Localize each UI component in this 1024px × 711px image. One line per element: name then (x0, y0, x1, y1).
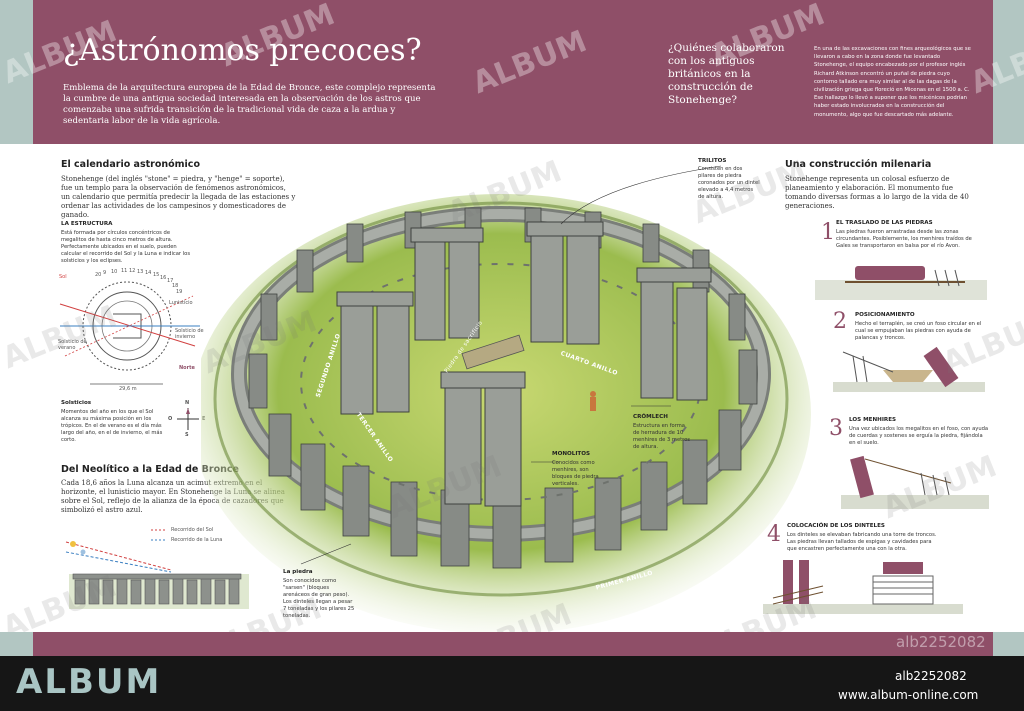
step-3-text: Una vez ubicados los megalitos en el fos… (849, 426, 989, 446)
stone-number: 13 (137, 269, 144, 275)
step-1-text: Las piedras fueron arrastradas desde las… (836, 229, 972, 249)
trilithon-horseshoe (336, 221, 712, 507)
cromlech-heading: CRÓMLECH (633, 414, 668, 420)
step-number-3: 3 (829, 416, 843, 441)
step-2-illustration (833, 346, 985, 392)
step-4-heading: COLOCACIÓN DE LOS DINTELES (787, 523, 885, 529)
bronze-age-text: Cada 18,6 años la Luna alcanza un acimut… (61, 479, 285, 514)
step-number-1: 1 (821, 220, 835, 245)
step-number-4: 4 (767, 522, 781, 547)
solstice-line (64, 295, 194, 357)
north-label: Norte (179, 365, 195, 371)
footer-band (33, 632, 993, 656)
stone-number: 16 (160, 275, 167, 281)
step-number-2: 2 (833, 309, 847, 334)
compass-o: O (168, 416, 173, 422)
step-4-illustration (763, 560, 963, 614)
footer-side-right (993, 632, 1024, 656)
step-3-illustration (841, 455, 989, 509)
compass-rose-icon (177, 408, 199, 430)
lunistice-label: Lunisticio (169, 300, 193, 306)
lead-paragraph: Emblema de la arquitectura europea de la… (63, 83, 436, 126)
excavation-note: En una de las excavaciones con fines arq… (814, 46, 971, 118)
monoliths-heading: MONOLITOS (552, 451, 591, 457)
stone-number: 18 (172, 283, 179, 289)
alignment-illustration (65, 541, 249, 609)
step-1-heading: EL TRASLADO DE LAS PIEDRAS (836, 220, 933, 226)
compass-s: S (185, 432, 189, 438)
mini-stonehenge (72, 573, 242, 605)
solstice-text: Momentos del año en los que el Sol alcan… (61, 409, 163, 443)
step-2-heading: POSICIONAMIENTO (855, 312, 915, 318)
page-title: ¿Astrónomos precoces? (63, 33, 422, 68)
structure-diagram (59, 281, 200, 385)
stone-heading: La piedra (283, 569, 313, 575)
sun-path-line (65, 541, 172, 571)
cromlech-text: Estructura en forma de herradura de 10 m… (633, 423, 691, 450)
step-2-text: Hecho el terraplén, se creó un foso circ… (855, 321, 982, 341)
legend-moon: Recorrido de la Luna (171, 537, 223, 543)
infographic-body: El calendario astronómico Stonehenge (de… (33, 144, 993, 632)
earthwork-ring (213, 201, 789, 597)
human-figure (590, 391, 596, 411)
bronze-age-heading: Del Neolítico a la Edad de Bronce (61, 464, 239, 475)
step-3-heading: LOS MENHIRES (849, 417, 897, 423)
step-1-illustration (815, 266, 987, 300)
stone-number: 14 (145, 270, 152, 276)
millennial-text: Stonehenge representa un colosal esfuerz… (785, 175, 969, 210)
stone-number: 10 (111, 269, 118, 275)
stone-number: 19 (176, 289, 183, 295)
sun-axis-line (59, 303, 196, 347)
summer-solstice-label: Solsticio de verano (58, 339, 87, 351)
trilithons-heading: TRILITOS (698, 158, 727, 164)
moon-path-line (65, 551, 172, 573)
footer-bar (0, 656, 1024, 711)
scale-label: 29,6 m (119, 386, 137, 392)
stone-number: 15 (153, 272, 160, 278)
album-logo[interactable]: ALBUM (16, 662, 162, 702)
sidebar-question: ¿Quiénes colaboraron con los antiguos br… (668, 42, 785, 106)
footer-side-left (0, 632, 33, 656)
structure-heading: LA ESTRUCTURA (61, 221, 113, 227)
compass-n: N (185, 400, 190, 406)
calendar-text: Stonehenge (del inglés "stone" = piedra,… (61, 175, 296, 219)
header-panel (33, 0, 993, 144)
sun-icon (70, 541, 76, 547)
calendar-heading: El calendario astronómico (61, 159, 200, 170)
millennial-heading: Una construcción milenaria (785, 159, 932, 170)
sun-label: Sol (59, 274, 67, 280)
callout-lines (300, 165, 722, 565)
monoliths-text: Conocidos como menhires, son bloques de … (552, 460, 599, 487)
structure-text: Está formada por círculos concéntricos d… (61, 230, 191, 264)
stone-number: 11 (121, 268, 128, 274)
altar-stone (461, 334, 525, 370)
moon-icon (80, 549, 86, 555)
reference-ghost: alb2252082 (896, 633, 986, 651)
solstice-heading: Solsticios (61, 400, 92, 406)
stone-number: 9 (103, 270, 107, 276)
stone-number: 12 (129, 268, 136, 274)
stone-number: 20 (95, 272, 102, 278)
winter-solstice-label: Solsticio de invierno (175, 328, 204, 340)
stonehenge-illustration (201, 165, 811, 632)
image-reference: alb2252082 (895, 669, 967, 683)
stone-number: 17 (167, 278, 174, 284)
step-4-text: Los dinteles se elevaban fabricando una … (787, 532, 937, 552)
site-url-link[interactable]: www.album-online.com (838, 688, 979, 702)
legend-swatches (151, 529, 167, 541)
trilithons-text: Consisten en dos pilares de piedra coron… (698, 166, 760, 200)
legend-sun: Recorrido del Sol (171, 527, 214, 533)
stone-text: Son conocidos como "sarsen" (bloques are… (283, 578, 355, 619)
